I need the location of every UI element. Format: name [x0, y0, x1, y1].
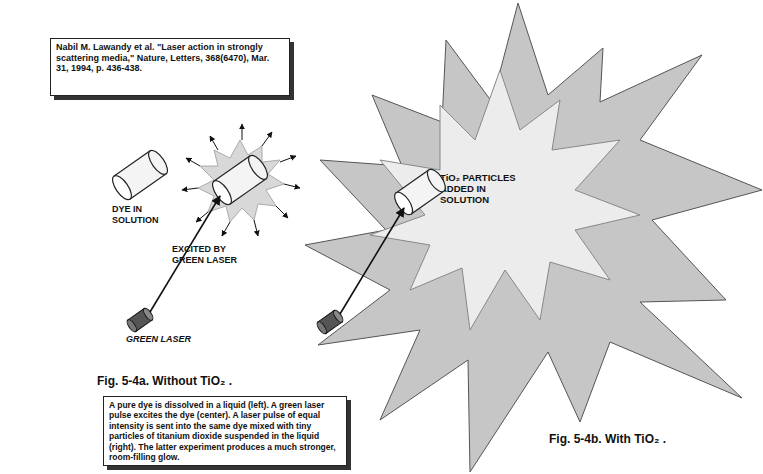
figure-label: Fig. 5-4b. With TiO₂ . [549, 432, 749, 446]
dye-cylinder [109, 147, 171, 202]
excited-glow [198, 140, 284, 222]
citation-box: Nabil M. Lawandy et al. "Laser action in… [50, 38, 290, 96]
excitation-label: EXCITED BY GREEN LASER [172, 244, 252, 266]
green-laser [125, 307, 154, 333]
dye-cylinder-excited [209, 152, 271, 207]
figure-label: Fig. 5-4a. Without TiO₂ . [97, 374, 297, 388]
emission-arrows [182, 124, 300, 236]
glow-starburst: TiO₂ PARTICLES ADDED IN SOLUTION [300, 0, 763, 474]
dye-label: DYE IN SOLUTION [112, 204, 172, 226]
box-text: Nabil M. Lawandy et al. "Laser action in… [56, 42, 284, 74]
laser-label: GREEN LASER [126, 334, 216, 345]
box-text: A pure dye is dissolved in a liquid (lef… [109, 400, 341, 462]
starburst-outline [300, 0, 763, 474]
description-box: A pure dye is dissolved in a liquid (lef… [103, 396, 347, 466]
starburst-text: TiO₂ PARTICLES ADDED IN SOLUTION [440, 172, 530, 205]
